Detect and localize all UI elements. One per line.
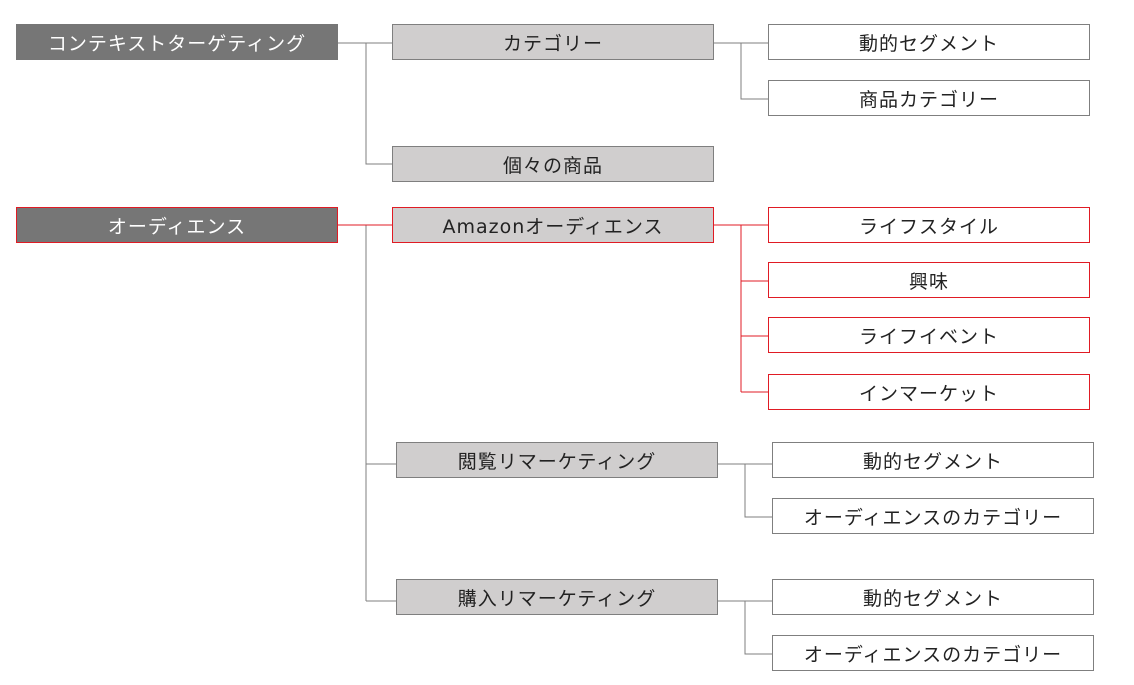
node-individual-products: 個々の商品 <box>392 146 714 182</box>
connector-audience-highlight <box>338 224 768 393</box>
node-contextual-targeting: コンテキストターゲティング <box>16 24 338 60</box>
node-views-remarketing: 閲覧リマーケティング <box>396 442 718 478</box>
leaf-views-audience-category: オーディエンスのカテゴリー <box>772 498 1094 534</box>
node-audience: オーディエンス <box>16 207 338 243</box>
node-purchases-remarketing: 購入リマーケティング <box>396 579 718 615</box>
node-amazon-audiences: Amazonオーディエンス <box>392 207 714 243</box>
leaf-views-dynamic-segment: 動的セグメント <box>772 442 1094 478</box>
leaf-life-events: ライフイベント <box>768 317 1090 353</box>
leaf-product-category: 商品カテゴリー <box>768 80 1090 116</box>
connector-contextual <box>338 42 768 165</box>
leaf-interests: 興味 <box>768 262 1090 298</box>
leaf-category-dynamic-segment: 動的セグメント <box>768 24 1090 60</box>
node-category: カテゴリー <box>392 24 714 60</box>
leaf-in-market: インマーケット <box>768 374 1090 410</box>
connector-audience <box>365 225 772 655</box>
leaf-purchases-audience-category: オーディエンスのカテゴリー <box>772 635 1094 671</box>
leaf-lifestyle: ライフスタイル <box>768 207 1090 243</box>
leaf-purchases-dynamic-segment: 動的セグメント <box>772 579 1094 615</box>
